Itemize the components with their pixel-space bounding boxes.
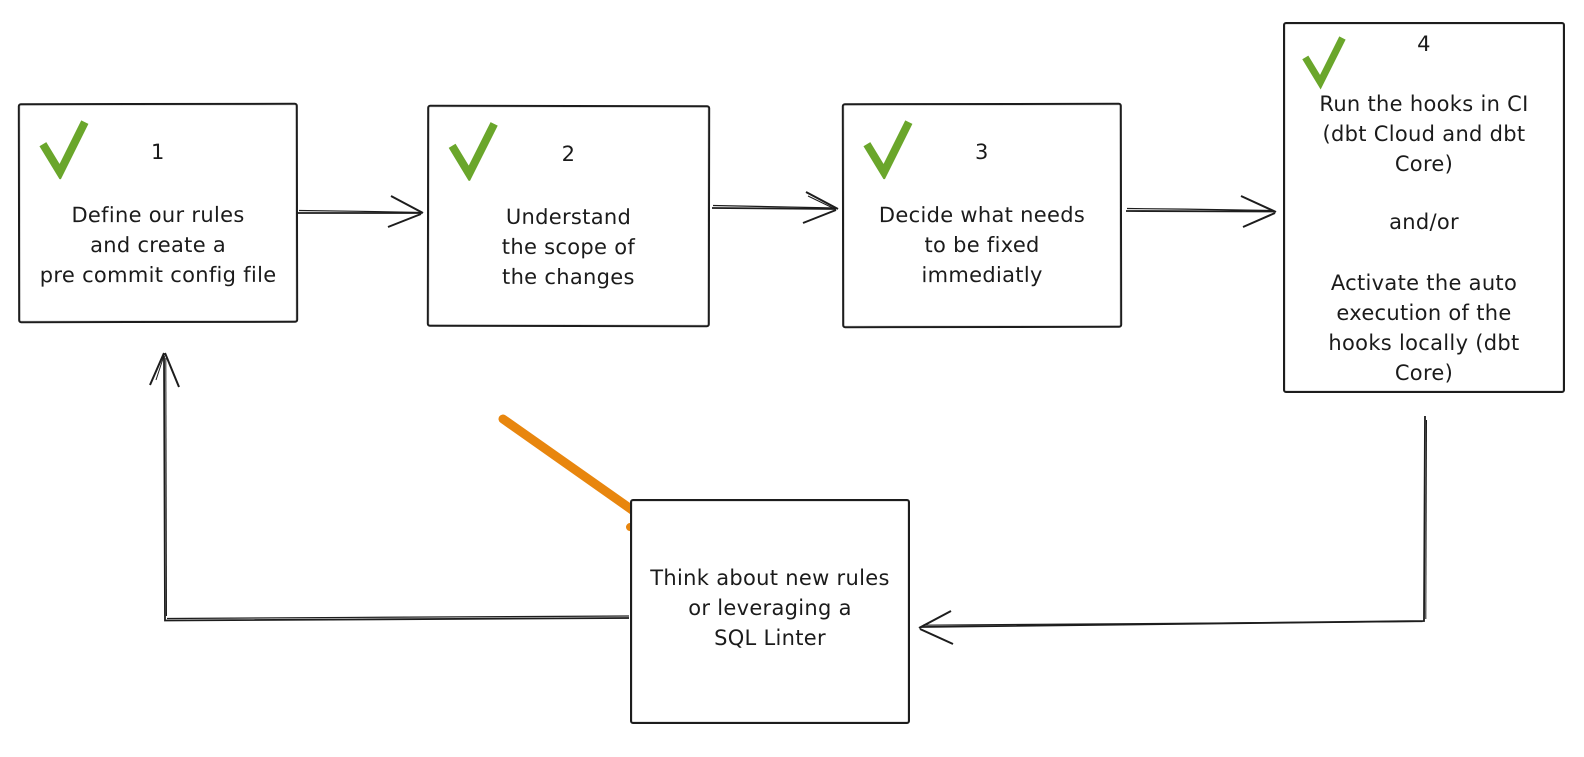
step-number: 4 bbox=[1417, 32, 1431, 56]
step-text: Activate the auto execution of the hooks… bbox=[1289, 268, 1559, 388]
step-box-3: 3 Decide what needs to be fixed immediat… bbox=[841, 102, 1123, 329]
text-line: Activate the auto bbox=[1330, 271, 1518, 295]
step-text-connector: and/or bbox=[1289, 207, 1559, 237]
text-line: the scope of bbox=[501, 234, 636, 260]
arrow-step1-to-step2 bbox=[298, 195, 424, 228]
text-line: to be fixed bbox=[924, 232, 1040, 258]
step-text: Understand the scope of the changes bbox=[433, 202, 704, 292]
checkmark-icon bbox=[863, 120, 913, 180]
text-line: Define our rules bbox=[71, 202, 245, 228]
step-number: 3 bbox=[974, 139, 989, 165]
step-box-4: 4 Run the hooks in CI (dbt Cloud and dbt… bbox=[1283, 22, 1565, 393]
text-line: (dbt Cloud and dbt bbox=[1322, 122, 1526, 146]
text-line: Run the hooks in CI bbox=[1319, 92, 1529, 116]
step-number: 1 bbox=[150, 139, 165, 165]
text-line: Think about new rules bbox=[650, 566, 890, 590]
step-box-1: 1 Define our rules and create a pre comm… bbox=[17, 102, 299, 324]
checkmark-icon bbox=[448, 122, 498, 181]
arrow-step3-to-step4 bbox=[1125, 195, 1277, 228]
text-line: execution of the bbox=[1336, 301, 1512, 325]
text-line: Core) bbox=[1394, 152, 1454, 176]
step-box-2: 2 Understand the scope of the changes bbox=[426, 104, 711, 328]
text-line: Core) bbox=[1394, 361, 1454, 385]
text-line: Understand bbox=[505, 204, 632, 230]
text-line: and/or bbox=[1389, 210, 1459, 234]
step-text: Define our rules and create a pre commit… bbox=[24, 200, 292, 290]
step-text: Run the hooks in CI (dbt Cloud and dbt C… bbox=[1289, 89, 1559, 179]
step-text: Decide what needs to be fixed immediatly bbox=[848, 200, 1116, 290]
text-line: and create a bbox=[90, 232, 227, 258]
checkmark-icon bbox=[39, 120, 89, 180]
checkmark-icon bbox=[1302, 36, 1346, 90]
text-line: immediatly bbox=[921, 262, 1043, 288]
text-line: hooks locally (dbt bbox=[1328, 331, 1520, 355]
text-line: or leveraging a bbox=[688, 596, 852, 620]
arrow-step2-to-step3 bbox=[711, 191, 839, 224]
loop-text: Think about new rules or leveraging a SQ… bbox=[636, 563, 904, 653]
text-line: pre commit config file bbox=[39, 262, 277, 288]
arrow-step4-to-loopbox bbox=[918, 415, 1427, 645]
text-line: the changes bbox=[502, 264, 635, 290]
step-number: 2 bbox=[561, 141, 576, 167]
text-line: Decide what needs bbox=[878, 202, 1086, 228]
text-line: SQL Linter bbox=[714, 626, 826, 650]
loop-box: Think about new rules or leveraging a SQ… bbox=[630, 499, 910, 724]
arrow-loopbox-to-step1 bbox=[149, 352, 630, 622]
